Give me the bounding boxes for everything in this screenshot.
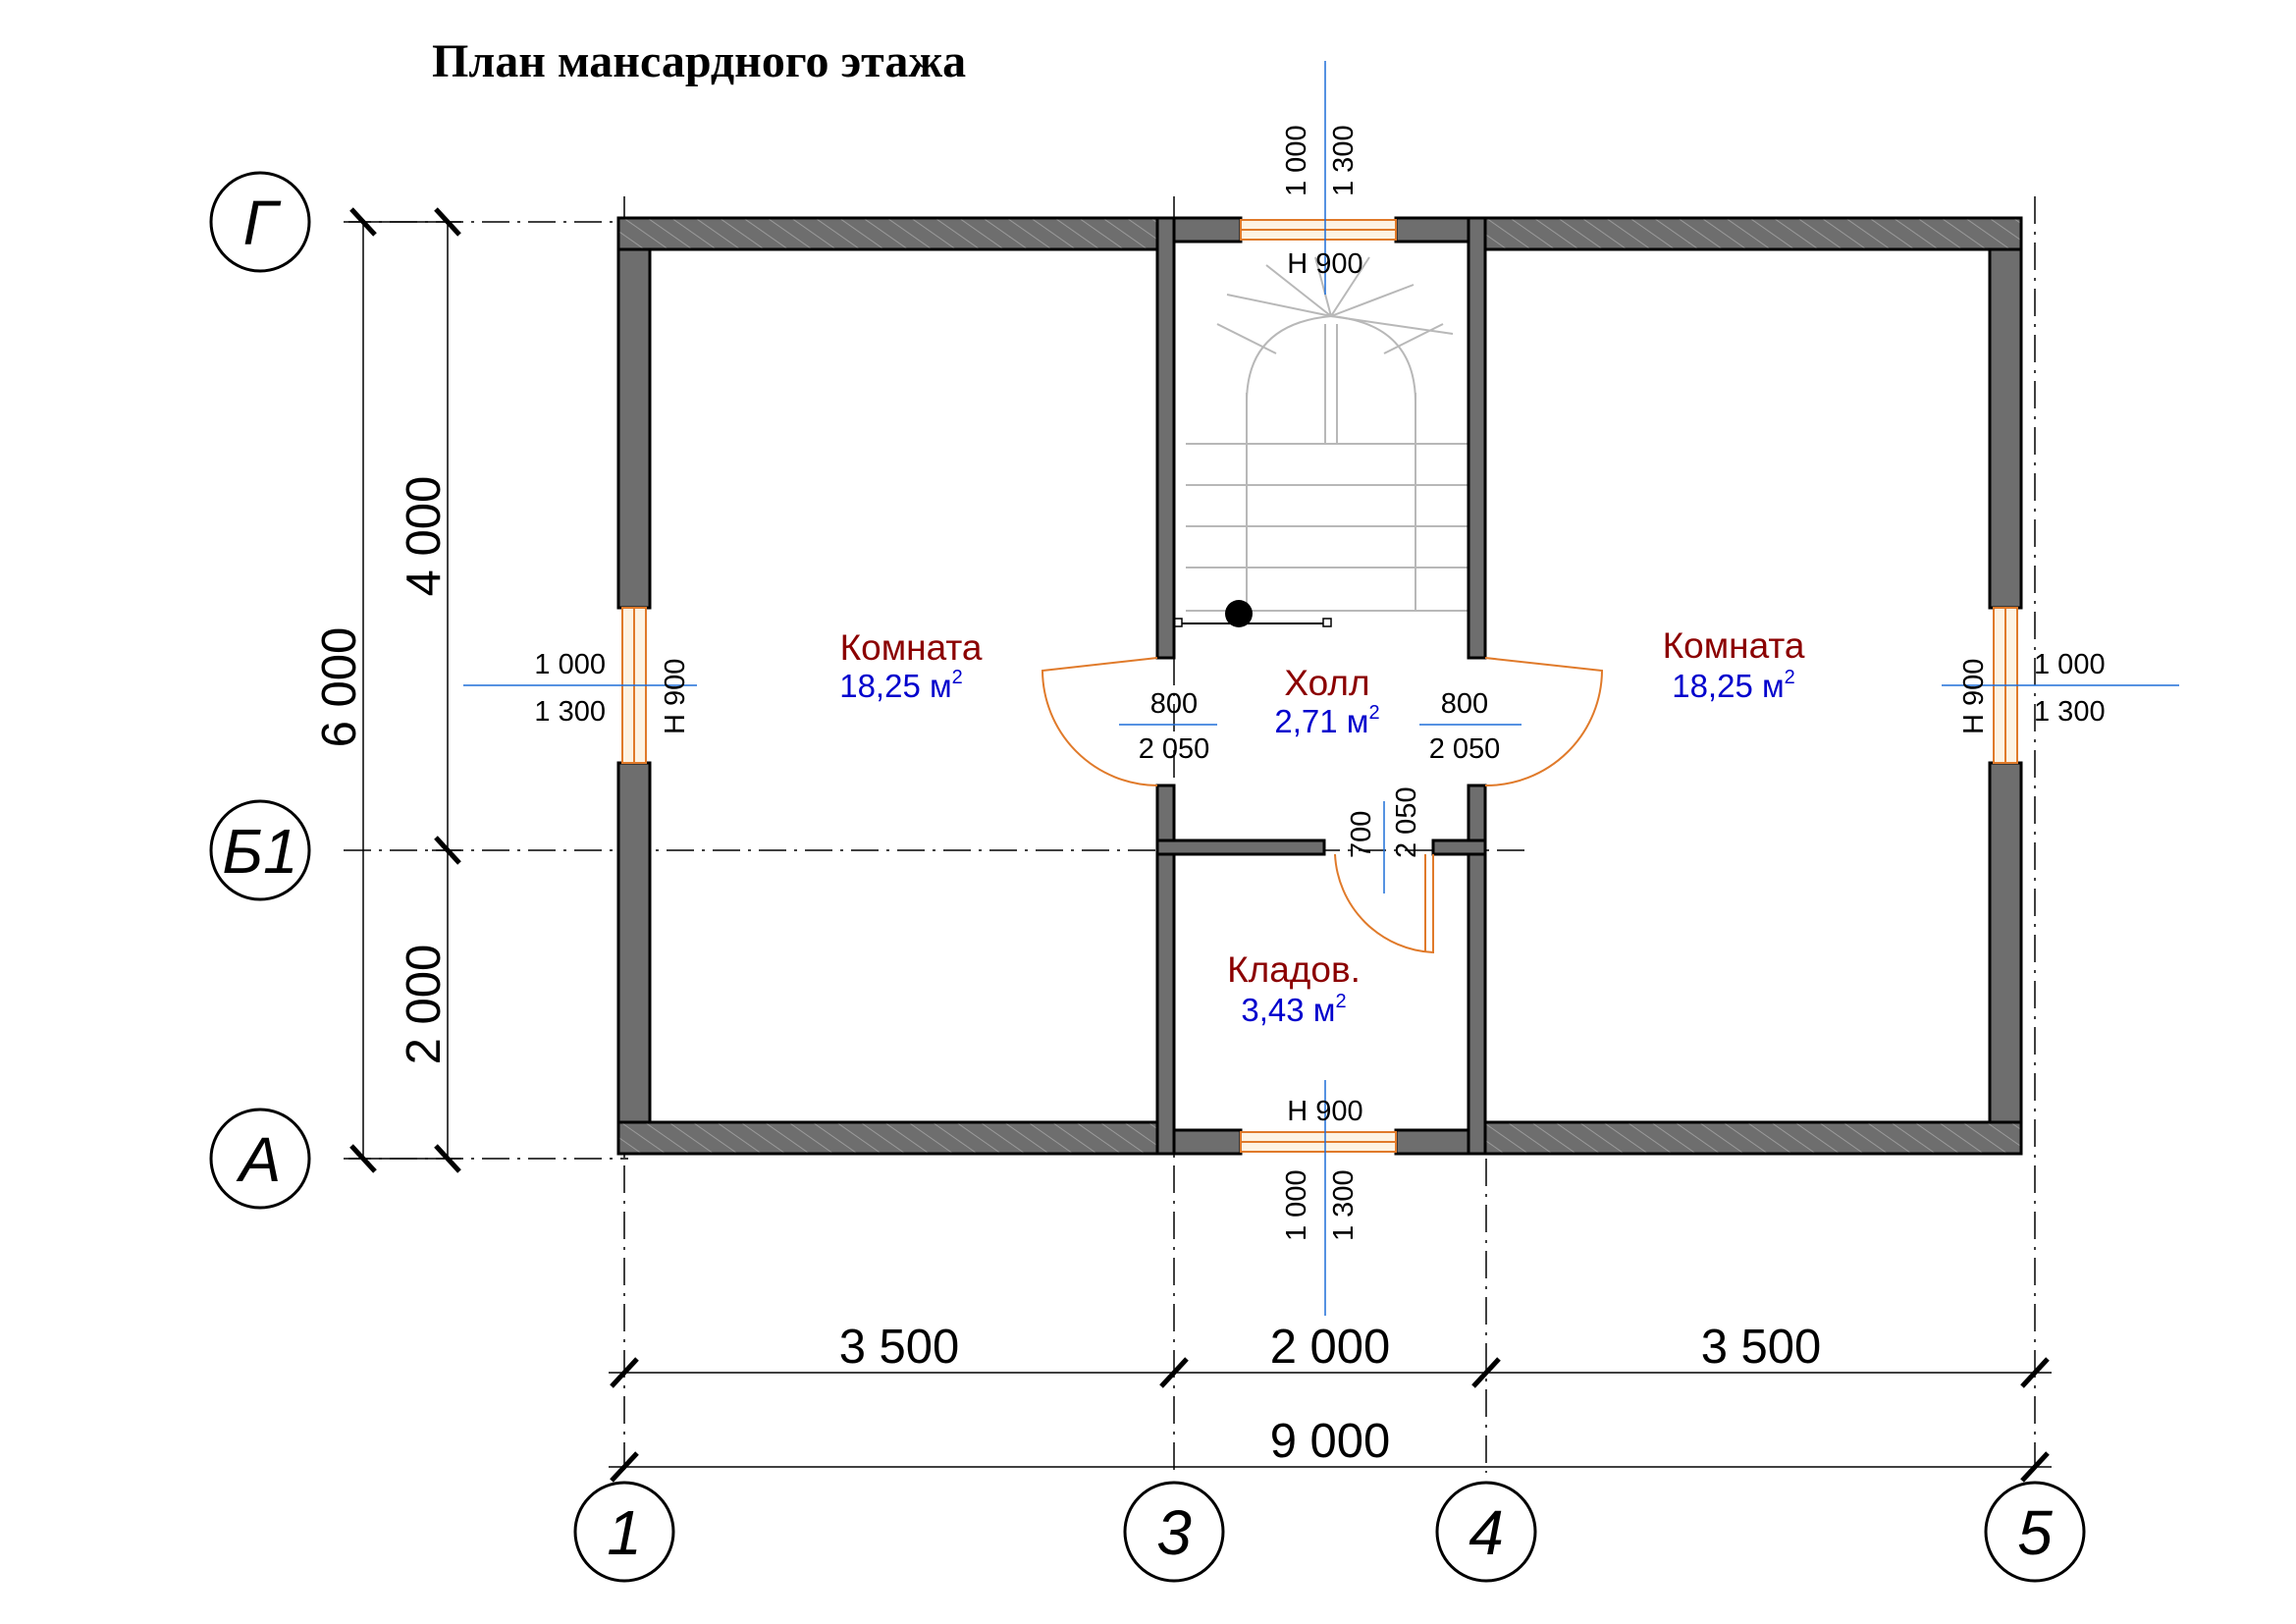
window-left-height: 1 300 xyxy=(534,696,606,728)
room-area-hall: 2,71 м2 xyxy=(1274,702,1379,739)
window-top-sill: Н 900 xyxy=(1287,248,1362,280)
room-area-storage: 3,43 м2 xyxy=(1241,991,1346,1028)
window-bottom-sill: Н 900 xyxy=(1287,1096,1362,1127)
window-top-width: 1 000 xyxy=(1281,125,1312,196)
wall-top-right xyxy=(1483,216,2023,251)
door-left-height: 2 050 xyxy=(1139,733,1210,765)
axis-marker-col-5: 5 xyxy=(1984,1481,2086,1583)
wall-right-lower xyxy=(1988,761,2023,1124)
axis-marker-row-g: Г xyxy=(209,171,311,273)
window-left-width: 1 000 xyxy=(534,649,606,680)
grid-lines xyxy=(344,196,2036,1473)
wall-storage-top-right xyxy=(1431,839,1487,856)
svg-text:5: 5 xyxy=(2017,1497,2053,1568)
room-area-left: 18,25 м2 xyxy=(839,667,963,704)
wall-stair-right xyxy=(1467,216,1487,660)
window-bottom-height: 1 300 xyxy=(1328,1169,1360,1241)
window-bottom-width: 1 000 xyxy=(1281,1169,1312,1241)
opening-labels: 1 000 1 300 Н 900 Н 900 1 000 1 300 1 00… xyxy=(534,125,2105,1241)
wall-left-upper xyxy=(616,247,652,610)
svg-text:1: 1 xyxy=(607,1497,642,1568)
walls xyxy=(616,216,2023,1156)
wall-stair-left xyxy=(1155,216,1176,660)
room-name-left: Комната xyxy=(840,627,983,668)
window-right-sill: Н 900 xyxy=(1958,659,1990,734)
wall-bottom-right xyxy=(1483,1120,2023,1156)
axis-marker-row-b1: Б1 xyxy=(209,799,311,901)
window-left-sill: Н 900 xyxy=(660,659,691,734)
room-name-storage: Кладов. xyxy=(1227,949,1361,990)
svg-text:Б1: Б1 xyxy=(222,816,297,887)
bottom-dimensions: 3 500 2 000 3 500 9 000 xyxy=(609,1321,2052,1483)
dimension-left-total: 6 000 xyxy=(313,627,366,748)
room-name-hall: Холл xyxy=(1284,663,1369,703)
dimension-bottom-span-3: 3 500 xyxy=(1701,1321,1822,1374)
dimension-bottom-span-2: 2 000 xyxy=(1270,1321,1391,1374)
window-top-height: 1 300 xyxy=(1328,125,1360,196)
svg-text:3: 3 xyxy=(1156,1497,1192,1568)
door-left-width: 800 xyxy=(1150,688,1198,720)
wall-right-upper xyxy=(1988,247,2023,610)
dimension-left-span-2: 2 000 xyxy=(398,945,451,1065)
svg-text:4: 4 xyxy=(1468,1497,1504,1568)
wall-storage-left xyxy=(1155,784,1176,1156)
door-right-height: 2 050 xyxy=(1429,733,1501,765)
dimension-bottom-total: 9 000 xyxy=(1270,1415,1391,1468)
axis-marker-row-a: А xyxy=(209,1108,311,1210)
plan-title: План мансардного этажа xyxy=(432,35,966,87)
wall-storage-right xyxy=(1467,784,1487,1156)
axis-marker-col-1: 1 xyxy=(573,1481,675,1583)
window-right-width: 1 000 xyxy=(2034,649,2106,680)
room-area-right: 18,25 м2 xyxy=(1672,667,1795,704)
wall-storage-top-left xyxy=(1155,839,1326,856)
wall-left-lower xyxy=(616,761,652,1124)
wall-top-left xyxy=(616,216,1159,251)
axis-marker-col-4: 4 xyxy=(1435,1481,1537,1583)
dimension-bottom-span-1: 3 500 xyxy=(839,1321,960,1374)
room-name-right: Комната xyxy=(1663,625,1805,666)
staircase xyxy=(1173,256,1472,627)
window-right-height: 1 300 xyxy=(2034,696,2106,728)
room-labels: Комната 18,25 м2 Холл 2,71 м2 Комната 18… xyxy=(839,625,1805,1028)
axis-markers: Г Б1 А 1 3 4 5 xyxy=(209,171,2086,1583)
svg-text:А: А xyxy=(236,1124,282,1195)
door-storage-width: 700 xyxy=(1346,811,1377,858)
door-right-width: 800 xyxy=(1441,688,1488,720)
door-storage-height: 2 050 xyxy=(1391,786,1422,858)
dimension-left-span-1: 4 000 xyxy=(398,476,451,597)
left-dimensions: 6 000 4 000 2 000 xyxy=(313,207,461,1173)
wall-bottom-left xyxy=(616,1120,1159,1156)
doors xyxy=(1041,657,1604,954)
svg-text:Г: Г xyxy=(243,188,282,258)
axis-marker-col-3: 3 xyxy=(1123,1481,1225,1583)
annotation-lines xyxy=(463,61,2179,1316)
